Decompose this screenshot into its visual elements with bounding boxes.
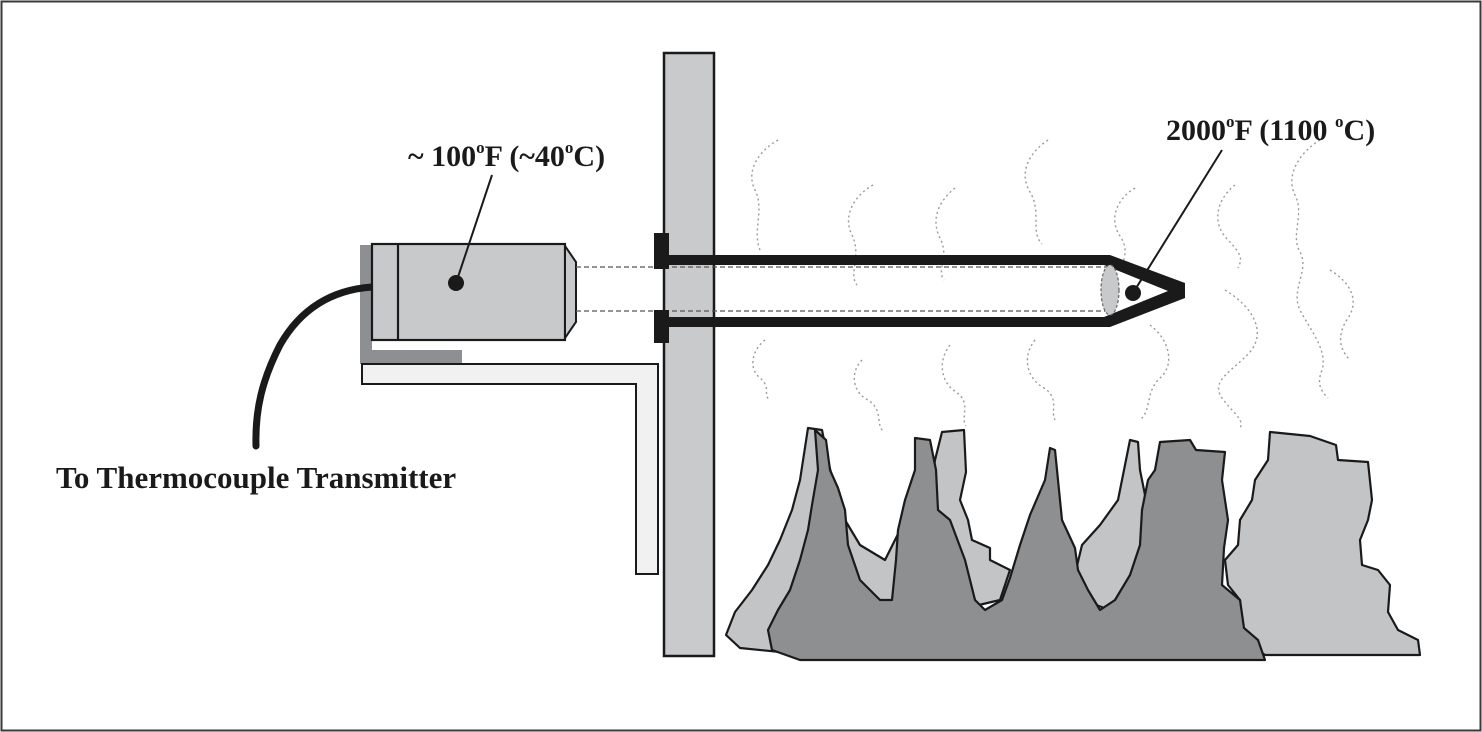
furnace-wall xyxy=(662,51,716,658)
mounting-bracket xyxy=(361,363,659,575)
flame-icon xyxy=(724,426,1422,662)
tip-temp-label: 2000oF (1100 oC) xyxy=(1166,112,1375,147)
cable-icon xyxy=(252,283,376,450)
sensor-housing-icon xyxy=(370,242,577,342)
thermowell-icon xyxy=(654,233,1185,343)
mounting-bracket-shadow xyxy=(360,245,462,364)
leader-sensor xyxy=(455,174,493,284)
transmitter-label: To Thermocouple Transmitter xyxy=(56,460,456,495)
leader-tip xyxy=(1132,149,1223,294)
sensor-temp-label: ~ 100oF (~40oC) xyxy=(408,138,605,173)
heat-wave-icon xyxy=(751,139,1354,433)
